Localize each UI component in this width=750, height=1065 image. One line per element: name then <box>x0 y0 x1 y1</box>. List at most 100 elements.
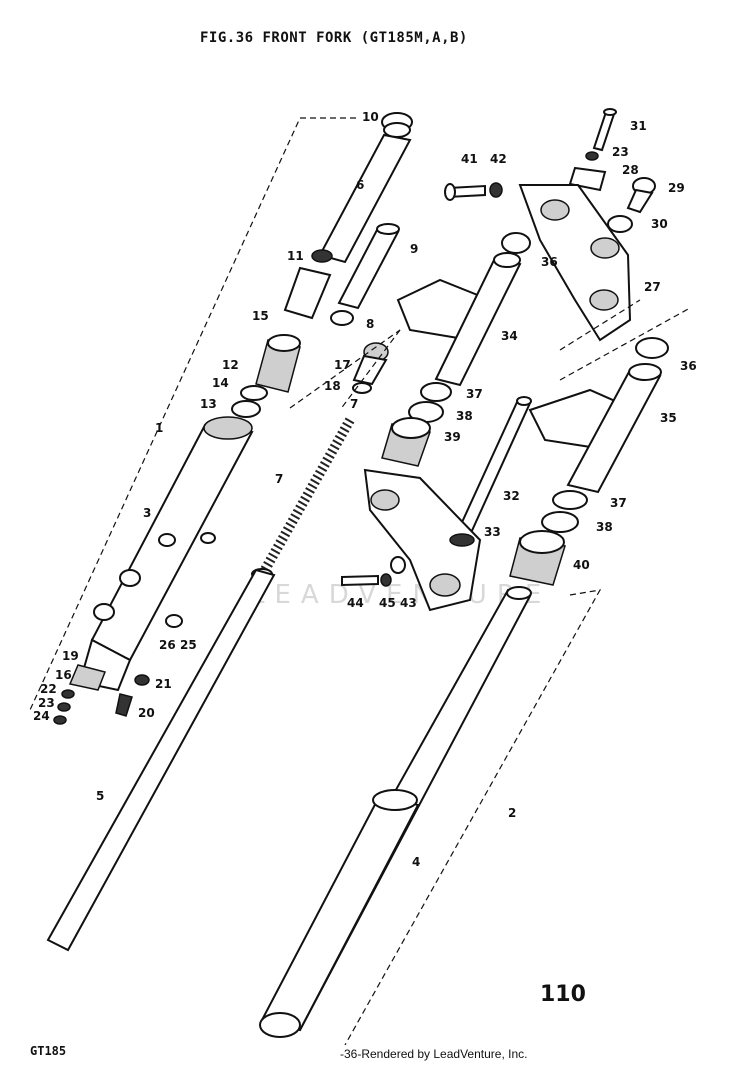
callout-c3: 3 <box>143 506 151 520</box>
part-8-seal-drawing <box>330 310 354 326</box>
callout-c14: 14 <box>212 376 229 390</box>
part-26-bolt-drawing <box>165 614 183 628</box>
callout-c37a: 37 <box>466 387 483 401</box>
part-36-washer-left-drawing <box>501 232 531 254</box>
guide-line-1 <box>289 329 401 409</box>
part-23-washer-drawing <box>57 702 71 712</box>
part-30-washer-drawing <box>607 215 633 233</box>
callout-c40: 40 <box>573 558 590 572</box>
part-42-nut-drawing <box>489 182 503 198</box>
axle-boss-drawing <box>119 569 141 587</box>
part-11-ring-drawing <box>311 249 333 263</box>
callout-c13: 13 <box>200 397 217 411</box>
figure-title: FIG.36 FRONT FORK (GT185M,A,B) <box>200 30 468 46</box>
callout-c10: 10 <box>362 110 379 124</box>
part-6-tube-drawing <box>318 133 412 264</box>
callout-c31: 31 <box>630 119 647 133</box>
group-bracket-right <box>344 589 602 1046</box>
part-43-nut-drawing <box>390 556 406 574</box>
part-21-washer-drawing <box>134 674 150 686</box>
callout-c1: 1 <box>155 421 163 435</box>
guide-line-2 <box>339 329 401 411</box>
callout-c16: 16 <box>55 668 72 682</box>
part-33-bearing-drawing <box>449 533 475 547</box>
part-41-head-drawing <box>444 183 456 201</box>
guide-line-4 <box>559 299 641 351</box>
part-24-nut-drawing <box>53 715 67 725</box>
callout-c8: 8 <box>366 317 374 331</box>
part-32-top-drawing <box>516 396 532 406</box>
guide-line-3 <box>559 307 691 381</box>
callout-c17: 17 <box>334 358 351 372</box>
callout-c42: 42 <box>490 152 507 166</box>
callout-c45: 45 <box>379 596 396 610</box>
model-code: GT185 <box>30 1044 67 1058</box>
callout-c28: 28 <box>622 163 639 177</box>
part-16-cap-drawing <box>68 664 107 691</box>
callout-c21: 21 <box>155 677 172 691</box>
callout-c15: 15 <box>252 309 269 323</box>
part-29-bolt-body-drawing <box>626 188 654 214</box>
callout-c41: 41 <box>461 152 478 166</box>
callout-c27: 27 <box>644 280 661 294</box>
callout-c32: 32 <box>503 489 520 503</box>
callout-c44: 44 <box>347 596 364 610</box>
callout-c26: 26 <box>159 638 176 652</box>
callout-c11: 11 <box>287 249 304 263</box>
right-fork-assembly-drawing <box>259 108 691 1046</box>
group-bracket-left <box>29 117 356 711</box>
callout-c23a: 23 <box>38 696 55 710</box>
callout-c34: 34 <box>501 329 518 343</box>
part-4-lower-leg-drawing <box>260 793 420 1032</box>
part-33-hole-2-drawing <box>429 573 461 597</box>
part-2-top-drawing <box>506 586 532 600</box>
callout-c18: 18 <box>324 379 341 393</box>
callout-c19: 19 <box>62 649 79 663</box>
part-13-ring-drawing <box>231 400 261 418</box>
part-45-washer-drawing <box>380 573 392 587</box>
axle-boss-2-drawing <box>93 603 115 621</box>
part-27-hole-2-drawing <box>590 237 620 259</box>
callout-c38a: 38 <box>456 409 473 423</box>
part-4-top-drawing <box>372 789 418 811</box>
callout-c36a: 36 <box>541 255 558 269</box>
callout-c39: 39 <box>444 430 461 444</box>
part-27-hole-1-drawing <box>540 199 570 221</box>
part-22-washer-drawing <box>61 689 75 699</box>
callout-c37: 37 <box>610 496 627 510</box>
callout-c35: 35 <box>660 411 677 425</box>
part-12-top-drawing <box>267 334 301 352</box>
footer-credit: -36-Rendered by LeadVenture, Inc. <box>340 1047 528 1061</box>
callout-c23: 23 <box>612 145 629 159</box>
callout-c25: 25 <box>180 638 197 652</box>
part-39-top-drawing <box>391 417 431 439</box>
part-31-head-drawing <box>603 108 617 116</box>
left-fork-assembly-drawing <box>29 112 413 952</box>
callout-c5: 5 <box>96 789 104 803</box>
callout-c36: 36 <box>680 359 697 373</box>
callout-c30: 30 <box>651 217 668 231</box>
part-5-inner-tube-drawing <box>46 568 276 952</box>
part-35-top-drawing <box>628 363 662 381</box>
part-34-top-drawing <box>493 252 521 268</box>
part-7-spring-drawing <box>257 417 355 578</box>
part-15-collar-drawing <box>283 266 332 320</box>
callout-c38: 38 <box>596 520 613 534</box>
part-9-end-drawing <box>376 223 400 235</box>
part-4-bottom-drawing <box>259 1012 301 1038</box>
part-1-top-opening-drawing <box>203 416 253 440</box>
part-38-ring-right-drawing <box>541 511 579 533</box>
part-23-washer-right-drawing <box>585 151 599 161</box>
part-36-washer-right-drawing <box>635 337 669 359</box>
callout-c6: 6 <box>356 178 364 192</box>
part-31-bolt-drawing <box>592 110 616 152</box>
part-27-hole-3-drawing <box>589 289 619 311</box>
callout-c4: 4 <box>412 855 420 869</box>
part-40-top-drawing <box>519 530 565 554</box>
part-18-oring-drawing <box>352 382 372 394</box>
part-20-bolt-drawing <box>115 693 133 717</box>
callout-c43: 43 <box>400 596 417 610</box>
part-33-hole-1-drawing <box>370 489 400 511</box>
